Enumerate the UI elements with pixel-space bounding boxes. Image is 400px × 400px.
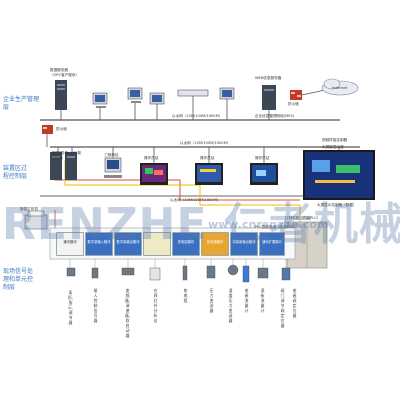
db-server-label: 数据服务器 （OPC客户程序） (50, 68, 80, 77)
watermark-url: www.cnrenzhe.com (208, 218, 329, 231)
opc-server-label: 数据服务器（OPC服务程序） (52, 151, 81, 160)
module-label: 热电偶模块 (206, 240, 224, 244)
net-top-label: 以太网（10M/100M/1000M） (172, 114, 223, 118)
operator-station-3-label: 操作员站 (255, 156, 270, 160)
firewall-icon (290, 90, 302, 100)
workstation-icon (92, 92, 108, 108)
module-ao: 模拟量输出模块 (230, 232, 258, 256)
instrument-label: 热电阻 (183, 288, 188, 303)
level-label-enterprise: 企业生产管理层 (3, 96, 40, 111)
module-do: 数字量输出模块 (114, 232, 142, 256)
bigscreen-ctrl-label: 视频拼接控制器 (322, 138, 348, 142)
instrument-label: 阀门调节阀定位器 (280, 288, 285, 328)
net-ring-label: 以太网（10M/100M/1000M） (170, 198, 221, 202)
operator-station-1-label: 操作员站 (144, 156, 159, 160)
module-rtd: 热电阻模块 (172, 232, 200, 256)
instrument-label: 在线红外分析仪 (153, 288, 158, 323)
engineer-station-icon (104, 157, 122, 178)
instrument-label: 温度压力变送器 (228, 288, 233, 323)
cabinet-label: 控制机柜（内装PLC） (285, 216, 321, 220)
workstation-icon (149, 92, 165, 105)
module-comm: 通讯模块 (56, 232, 84, 256)
video-ctrl-label: 大屏显示控制器（数据） (317, 203, 357, 207)
operator-station-icon (140, 163, 168, 185)
web-server-label: WEB信息服务器 (255, 76, 282, 80)
workstation-icon (127, 87, 143, 103)
firewall-top-label: 防火墙 (288, 102, 299, 106)
bigscreen-label: 大屏幕显示器 (322, 145, 344, 149)
instrument-label: 接入控制信号器 (93, 288, 98, 323)
operator-station-icon (250, 163, 278, 185)
module-label: 通讯扩展模块 (262, 240, 282, 244)
level-label-field: 现场信号处理和单元控制层 (3, 268, 34, 291)
instrument-connectors (69, 259, 287, 268)
operator-station-icon (195, 163, 223, 185)
module-ai (143, 232, 171, 256)
instrument-label: 电磁阀定位器 (292, 288, 297, 318)
instrument-label: 变频器、调速器、软启动器 (125, 288, 133, 338)
level-label-monitor: 装置区过程控制层 (3, 165, 28, 180)
module-label: 通讯模块 (63, 240, 77, 244)
instrument-icons (66, 264, 291, 283)
module-hsc: 通讯扩展模块 (259, 232, 285, 256)
bigscreen-icon (303, 150, 375, 200)
module-label: 数字量输入模块 (87, 240, 111, 244)
opc-server-icon (50, 152, 62, 180)
module-label: 数字量输出模块 (116, 240, 140, 244)
module-label: 模拟量输出模块 (232, 240, 256, 244)
engineer-station-label: 工程师站 (104, 153, 119, 157)
firewall-icon (42, 125, 53, 134)
internet-label: Internet (332, 85, 348, 90)
modules-title: PLC控制系统（内装PLC） (255, 225, 298, 229)
db-server-icon (55, 80, 67, 110)
cloud-icon (321, 78, 359, 96)
printer-icon (24, 210, 48, 230)
net-mid-label: 以太网（10M/100M/1000M） (180, 141, 231, 145)
instrument-label: 条形、指示、调节器 (68, 290, 76, 325)
printer-label: 报表打印机 (20, 207, 38, 211)
web-server-icon (262, 85, 276, 110)
instrument-label: 电磁流量计 (244, 288, 249, 313)
instrument-label: 压力变送器 (209, 288, 214, 313)
instrument-label: 涡街流量计 (260, 288, 265, 313)
module-label: 热电阻模块 (177, 240, 195, 244)
watermark-brand: RENZHE 仁者机械科技 (2, 199, 400, 250)
switch-icon (177, 89, 209, 97)
module-di: 数字量输入模块 (85, 232, 113, 256)
opc-server-icon (65, 152, 77, 180)
module-tc: 热电偶模块 (201, 232, 229, 256)
firewall-left-label: 防火墙 (56, 127, 67, 131)
operator-station-2-label: 操作员站 (200, 156, 215, 160)
enterprise-it-label: 企业信息管理网络(MES) (255, 114, 295, 118)
workstation-icon (219, 87, 235, 100)
